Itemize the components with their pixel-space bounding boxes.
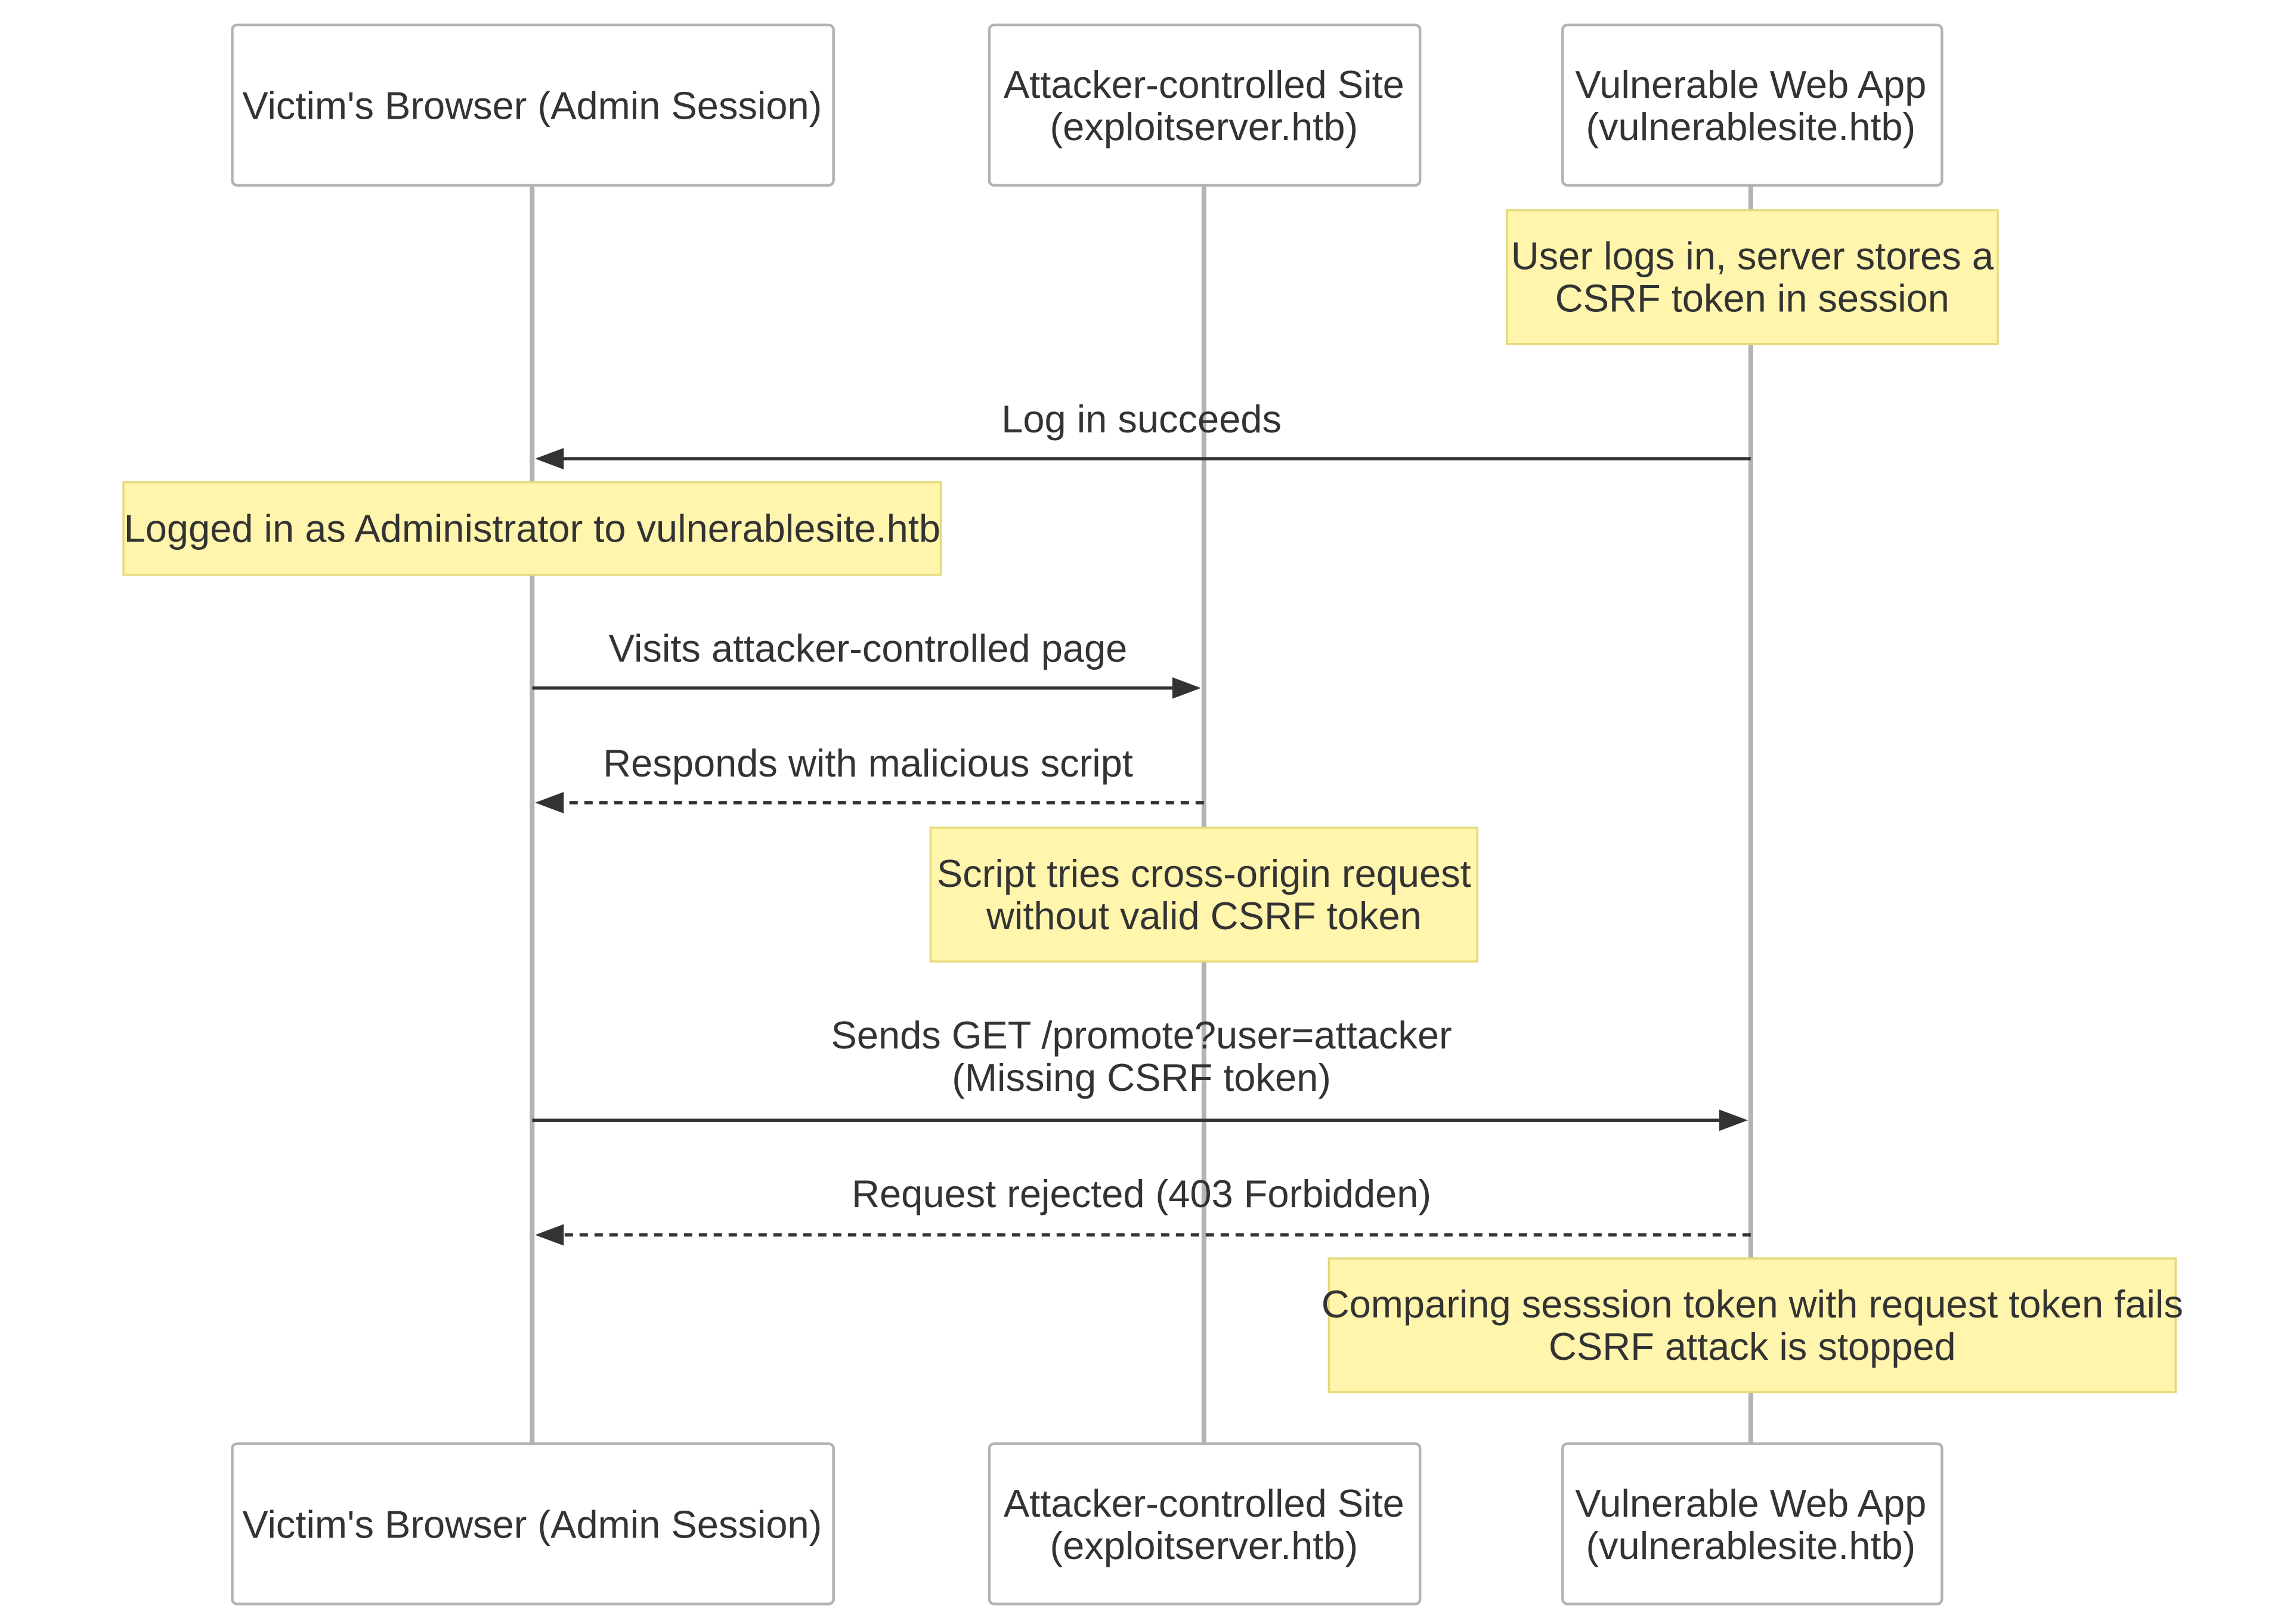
actor-label-browser: Victim's Browser (Admin Session) <box>242 1502 822 1546</box>
actor-attacker-bottom: Attacker-controlled Site(exploitserver.h… <box>988 1442 1422 1606</box>
message-label-2: Visits attacker-controlled page <box>609 627 1128 670</box>
actor-browser-bottom: Victim's Browser (Admin Session) <box>231 1442 835 1606</box>
actor-label-webapp-line-2: (vulnerablesite.htb) <box>1586 1524 1915 1567</box>
actor-box <box>231 23 835 187</box>
message-2: Visits attacker-controlled page <box>532 627 1201 699</box>
message-label-1: Log in succeeds <box>1001 397 1282 441</box>
actor-box <box>1561 1442 1944 1606</box>
actor-label-webapp-line-2: (vulnerablesite.htb) <box>1586 105 1915 149</box>
note-text-3-line-1: Script tries cross-origin request <box>937 852 1471 895</box>
note-text-3-line-2: without valid CSRF token <box>986 894 1422 938</box>
actor-label-browser: Victim's Browser (Admin Session) <box>242 84 822 128</box>
actor-box <box>1561 23 1944 187</box>
note-box <box>122 481 942 576</box>
actor-label-attacker-line-2: (exploitserver.htb) <box>1050 105 1358 149</box>
note-box <box>929 827 1479 963</box>
arrowhead-icon <box>535 448 564 470</box>
note-box <box>1327 1257 2177 1394</box>
note-4: Comparing sesssion token with request to… <box>1322 1257 2183 1394</box>
message-label-3: Responds with malicious script <box>603 741 1133 785</box>
message-3: Responds with malicious script <box>535 741 1204 813</box>
arrowhead-icon <box>535 1224 564 1246</box>
actor-label-webapp-line-1: Vulnerable Web App <box>1575 63 1926 106</box>
note-text-2: Logged in as Administrator to vulnerable… <box>124 507 940 550</box>
actor-browser-top: Victim's Browser (Admin Session) <box>231 23 835 187</box>
lifelines <box>530 185 1753 1444</box>
actor-box <box>988 23 1422 187</box>
note-3: Script tries cross-origin requestwithout… <box>929 827 1479 963</box>
message-5: Request rejected (403 Forbidden) <box>535 1172 1751 1246</box>
arrowhead-icon <box>1719 1109 1748 1131</box>
actor-label-attacker-line-1: Attacker-controlled Site <box>1004 1481 1404 1525</box>
actor-box <box>988 1442 1422 1606</box>
message-1: Log in succeeds <box>535 397 1751 470</box>
actor-webapp-top: Vulnerable Web App(vulnerablesite.htb) <box>1561 23 1944 187</box>
message-label-4-line-1: Sends GET /promote?user=attacker <box>831 1013 1452 1057</box>
note-box <box>1505 209 1999 345</box>
actors: Victim's Browser (Admin Session) Victim's… <box>231 23 1944 1606</box>
actor-label-attacker-line-2: (exploitserver.htb) <box>1050 1524 1358 1567</box>
actor-box <box>231 1442 835 1606</box>
actor-webapp-bottom: Vulnerable Web App(vulnerablesite.htb) <box>1561 1442 1944 1606</box>
actor-label-attacker-line-1: Attacker-controlled Site <box>1004 63 1404 106</box>
note-2: Logged in as Administrator to vulnerable… <box>122 481 942 576</box>
actor-label-webapp-line-1: Vulnerable Web App <box>1575 1481 1926 1525</box>
note-text-4-line-1: Comparing sesssion token with request to… <box>1322 1282 2183 1326</box>
arrowhead-icon <box>1172 677 1201 699</box>
note-text-4-line-2: CSRF attack is stopped <box>1549 1325 1956 1368</box>
note-text-1-line-1: User logs in, server stores a <box>1511 234 1994 278</box>
note-text-1-line-2: CSRF token in session <box>1555 277 1949 320</box>
message-4: Sends GET /promote?user=attacker(Missing… <box>532 1013 1748 1131</box>
message-label-5: Request rejected (403 Forbidden) <box>852 1172 1431 1215</box>
arrowhead-icon <box>535 791 564 813</box>
actor-attacker-top: Attacker-controlled Site(exploitserver.h… <box>988 23 1422 187</box>
message-label-4-line-2: (Missing CSRF token) <box>952 1056 1331 1099</box>
